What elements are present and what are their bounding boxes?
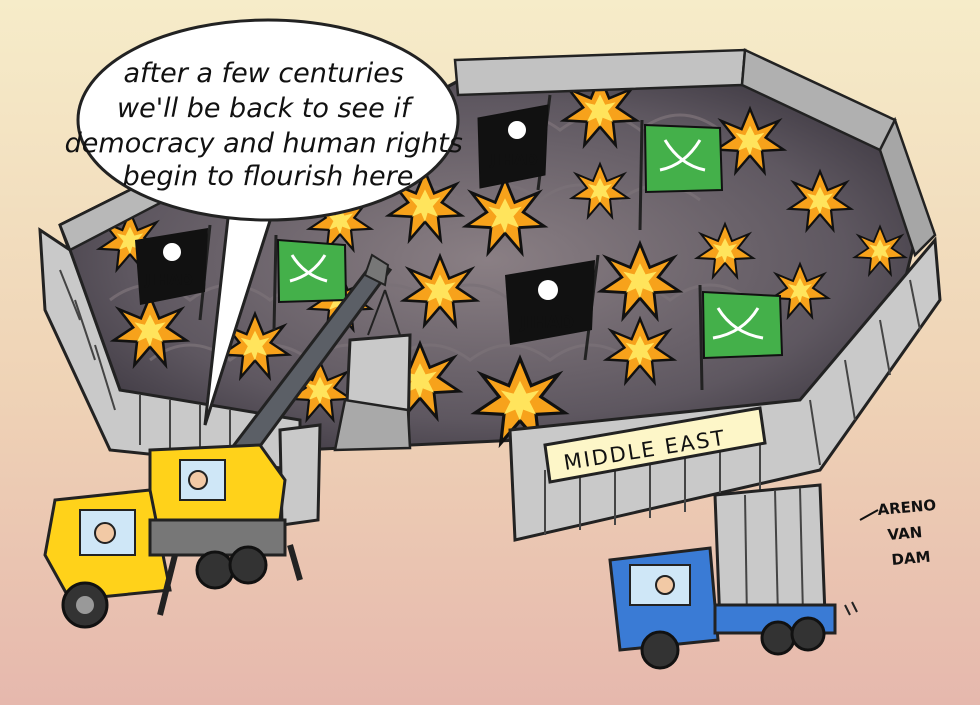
speech-line-2: we'll be back to see if [117, 93, 414, 124]
wheel [760, 620, 796, 656]
green-flag-top-right [638, 119, 724, 231]
speech-text: after a few centuries we'll be back to s… [65, 58, 472, 192]
green-flag-right [698, 284, 784, 391]
jihad-flag-label: JIHAD [144, 271, 193, 289]
speech-line-3: democracy and human rights [65, 128, 463, 159]
jihad-flag-label: JIHAD [519, 313, 574, 333]
speech-line-1: after a few centuries [124, 58, 404, 89]
jihad-flag-label: JIHAD [489, 151, 538, 169]
skull-icon [163, 243, 181, 261]
jihad-flag-top: JIHAD [477, 94, 552, 191]
hubcap [76, 596, 94, 614]
wall-stubs [278, 423, 322, 527]
signature-line-3: DAM [891, 548, 931, 569]
skull-icon [508, 121, 526, 139]
wheel [228, 545, 268, 585]
blue-truck [608, 483, 858, 670]
speech-line-4: begin to flourish here [123, 161, 414, 192]
wheel [640, 630, 680, 670]
operator [188, 470, 208, 490]
crane-truck [43, 253, 393, 629]
swords-icon [289, 254, 328, 283]
hanging-wall-block [333, 289, 412, 452]
jihad-flag-center: JIHAD [505, 254, 600, 361]
swords-icon [659, 139, 706, 172]
signature-line-1: ARENO [877, 496, 937, 519]
swords-icon [712, 307, 764, 340]
signature-line-2: VAN [887, 523, 923, 544]
operator-window [179, 459, 226, 501]
speech-bubble: after a few centuries we'll be back to s… [65, 18, 472, 426]
back-wall [58, 48, 937, 258]
artist-signature: ARENO VAN DAM [859, 496, 937, 569]
wheel [790, 616, 826, 652]
driver [94, 522, 116, 544]
flags: JIHAD JIHAD JIHAD [135, 94, 784, 391]
wheel [195, 550, 235, 590]
driver [655, 575, 675, 595]
skull-icon [538, 280, 558, 300]
jihad-flag-left: JIHAD [135, 224, 212, 321]
green-flag-left [272, 234, 348, 331]
